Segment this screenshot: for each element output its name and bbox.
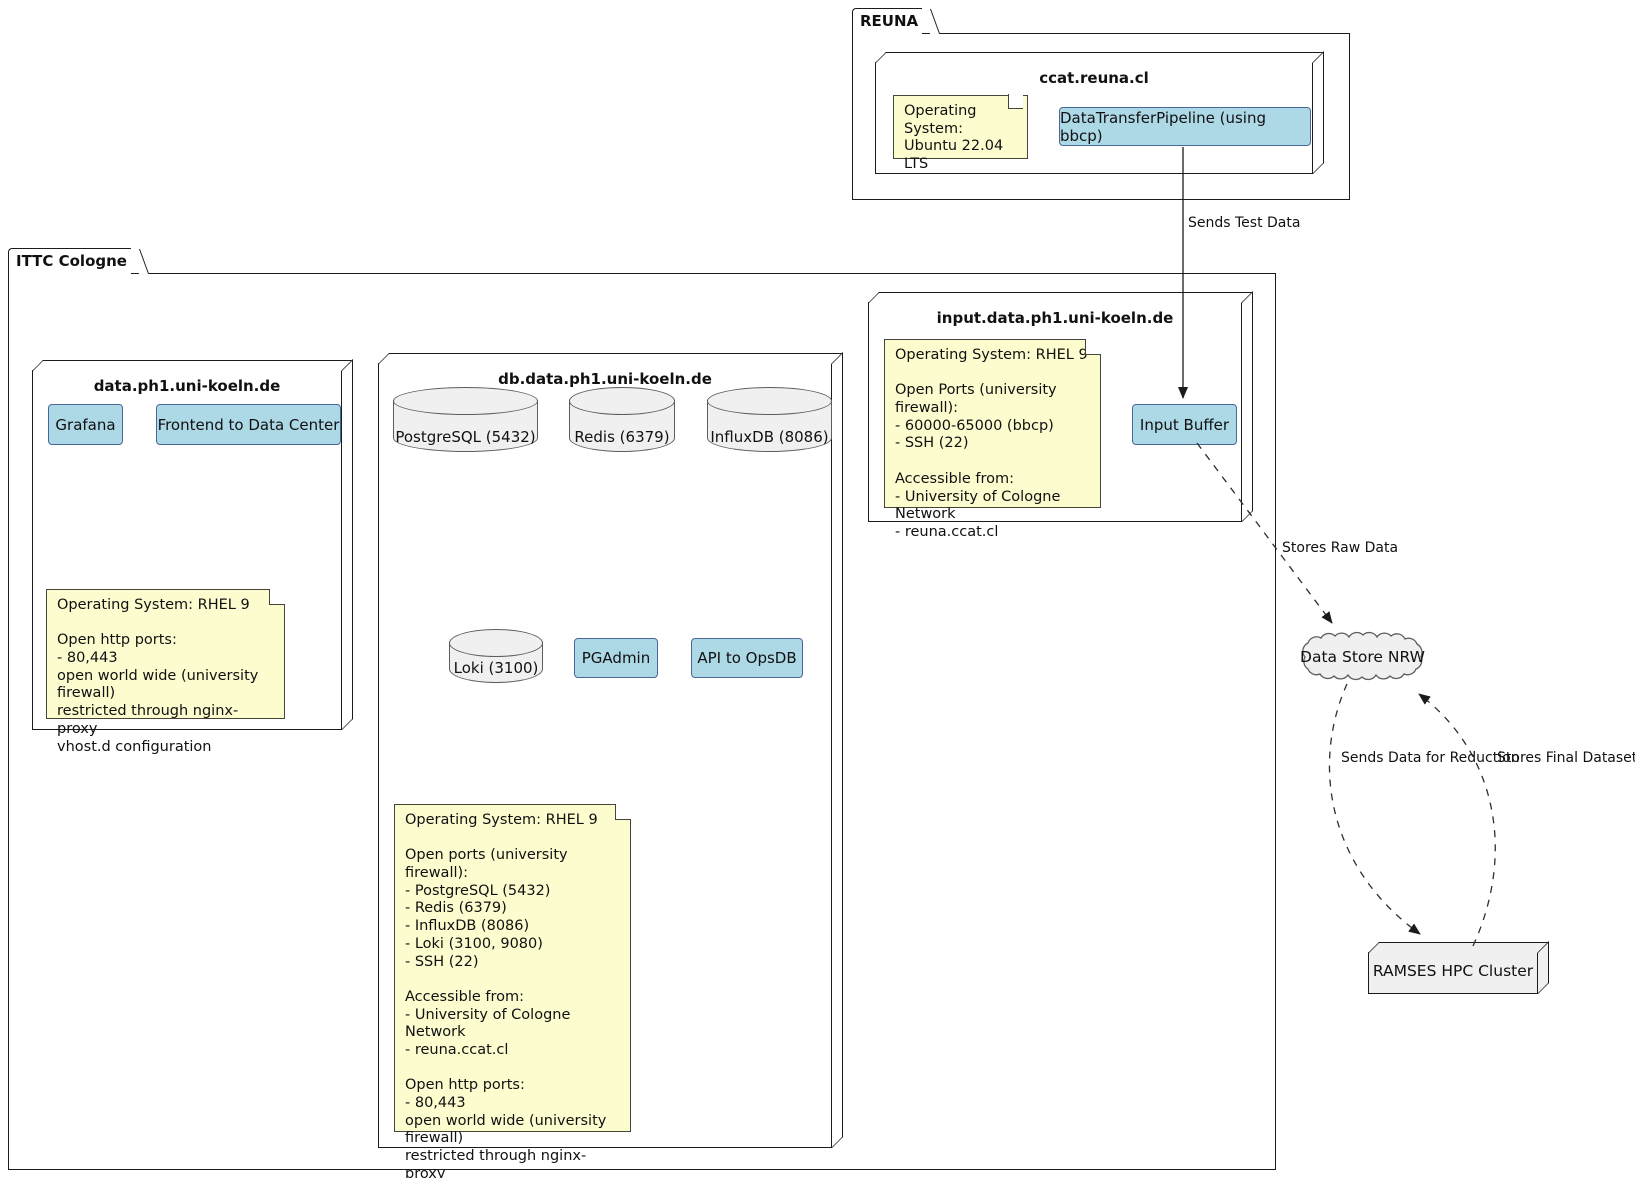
package-ittc-label: ITTC Cologne xyxy=(16,252,127,270)
note-db-os: Operating System: RHEL 9 Open ports (uni… xyxy=(394,803,632,1178)
note-data-os: Operating System: RHEL 9 Open http ports… xyxy=(46,588,286,755)
node-input-title: input.data.ph1.uni-koeln.de xyxy=(936,309,1174,327)
note-fold-icon xyxy=(1008,94,1023,109)
arrow-sends-data-for-reduction xyxy=(1328,683,1421,935)
node-ccat-title: ccat.reuna.cl xyxy=(1039,69,1149,87)
node-ramses-hpc: RAMSES HPC Cluster xyxy=(1368,952,1538,994)
node-data-ph1: data.ph1.uni-koeln.de Grafana Frontend t… xyxy=(32,370,342,755)
database-loki: Loki (3100) xyxy=(448,629,544,683)
node-input-data-ph1: input.data.ph1.uni-koeln.de Operating Sy… xyxy=(868,302,1242,540)
note-ccat-os: Operating System: Ubuntu 22.04 LTS xyxy=(893,95,1028,172)
database-redis-label: Redis (6379) xyxy=(574,428,670,446)
database-influxdb-label: InfluxDB (8086) xyxy=(710,428,829,446)
cloud-data-store-nrw: Data Store NRW xyxy=(1293,629,1432,685)
node-db-data-ph1: db.data.ph1.uni-koeln.de PostgreSQL (543… xyxy=(378,363,833,1178)
edge-label-sends-data-for-reduction: Sends Data for Reduction xyxy=(1341,750,1520,766)
node-ccat-reuna-cl: ccat.reuna.cl Operating System: Ubuntu 2… xyxy=(875,62,1313,174)
arrow-stores-final-datasets xyxy=(1418,693,1496,947)
node-data-title: data.ph1.uni-koeln.de xyxy=(93,377,281,395)
node-ramses-title: RAMSES HPC Cluster xyxy=(1372,962,1534,980)
package-reuna-tab: REUNA xyxy=(852,8,923,34)
component-pgadmin: PGAdmin xyxy=(574,638,658,678)
component-datatransferpipeline: DataTransferPipeline (using bbcp) xyxy=(1059,107,1311,146)
package-reuna-label: REUNA xyxy=(860,12,919,30)
database-loki-label: Loki (3100) xyxy=(453,659,539,677)
edge-label-stores-raw-data: Stores Raw Data xyxy=(1282,540,1399,556)
edge-label-sends-test-data: Sends Test Data xyxy=(1188,215,1301,231)
component-input-buffer: Input Buffer xyxy=(1132,404,1237,445)
cloud-label: Data Store NRW xyxy=(1300,648,1425,666)
note-input-os: Operating System: RHEL 9 Open Ports (uni… xyxy=(884,338,1102,540)
database-redis: Redis (6379) xyxy=(568,387,676,452)
component-frontend-datacenter: Frontend to Data Center xyxy=(156,404,341,445)
node-db-title: db.data.ph1.uni-koeln.de xyxy=(498,370,712,388)
database-postgresql: PostgreSQL (5432) xyxy=(392,387,539,452)
component-api-to-opsdb: API to OpsDB xyxy=(691,638,803,678)
database-postgresql-label: PostgreSQL (5432) xyxy=(395,428,536,446)
note-fold-icon xyxy=(1085,338,1102,355)
cloud-shape xyxy=(1302,631,1423,681)
note-fold-icon xyxy=(615,803,632,820)
package-ittc-tab: ITTC Cologne xyxy=(8,248,131,274)
edge-label-stores-final-datasets: Stores Final Datasets xyxy=(1497,750,1635,766)
component-grafana: Grafana xyxy=(48,404,123,445)
database-influxdb: InfluxDB (8086) xyxy=(706,387,833,452)
note-fold-icon xyxy=(269,588,286,605)
